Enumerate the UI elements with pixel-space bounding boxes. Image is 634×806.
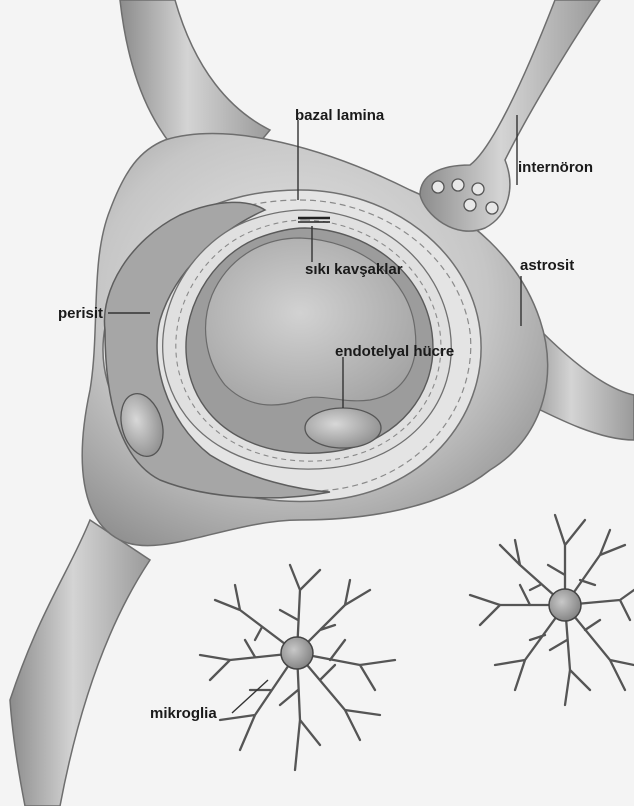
endothelial-nucleus <box>305 408 381 448</box>
label-endotelyal-hucre: endotelyal hücre <box>335 343 454 360</box>
label-astrosit: astrosit <box>520 257 574 274</box>
label-perisit: perisit <box>58 305 103 322</box>
label-mikroglia: mikroglia <box>150 705 217 722</box>
label-interneuron: internöron <box>518 159 593 176</box>
label-siki-kavsaklar: sıkı kavşaklar <box>305 261 403 278</box>
interneuron <box>420 0 600 231</box>
label-bazal-lamina: bazal lamina <box>295 107 385 124</box>
microglia-cell-1 <box>200 565 395 770</box>
microglia-cell-2 <box>470 515 634 705</box>
